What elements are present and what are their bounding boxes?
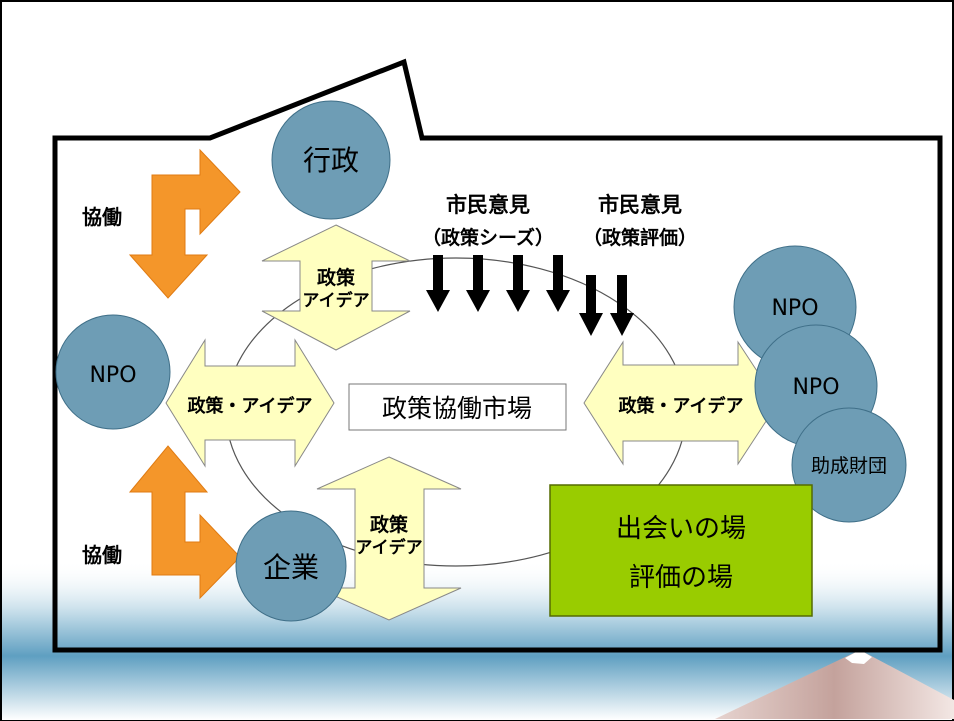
citizen-opinion-arrows — [426, 255, 634, 336]
opinion-arrow-3 — [506, 255, 530, 312]
collab-label-bottom: 協働 — [82, 543, 122, 567]
gyosei-label: 行政 — [303, 144, 359, 177]
citizen-eval-line2: （政策評価） — [583, 226, 697, 249]
opinion-arrow-2 — [466, 255, 490, 312]
josei-zaidan-label: 助成財団 — [811, 455, 887, 477]
collab-label-top: 協働 — [82, 205, 122, 229]
citizen-seeds-line2: （政策シーズ） — [422, 226, 554, 249]
center-market-label: 政策協働市場 — [382, 394, 532, 423]
idea-top-line1: 政策 — [317, 266, 356, 289]
kigyo-label: 企業 — [263, 551, 319, 584]
collab-arrow-top — [128, 148, 241, 299]
opinion-arrow-5 — [579, 275, 603, 336]
npo-left-label: NPO — [89, 363, 136, 388]
meeting-box — [549, 484, 813, 617]
collab-arrow-bottom — [128, 445, 241, 600]
opinion-arrow-4 — [546, 255, 570, 312]
gyosei-circle — [271, 100, 391, 220]
idea-top-line2: アイデア — [302, 290, 369, 311]
idea-right-label: 政策・アイデア — [618, 395, 743, 417]
opinion-arrow-1 — [426, 255, 450, 312]
citizen-eval-line1: 市民意見 — [598, 193, 682, 217]
idea-left-label: 政策・アイデア — [187, 395, 312, 417]
idea-bottom-line1: 政策 — [370, 513, 409, 536]
idea-arrow-left — [165, 338, 335, 468]
mountain-snowcap-decoration — [845, 650, 872, 664]
citizen-seeds-line1: 市民意見 — [446, 193, 530, 217]
house-frame — [52, 58, 943, 653]
center-label-box — [348, 383, 567, 431]
npo-right-1-label: NPO — [771, 296, 818, 321]
npo-left-circle — [55, 314, 171, 430]
idea-arrow-bottom — [316, 456, 462, 621]
meeting-box-line1: 出会いの場 — [616, 514, 746, 544]
kigyo-circle — [235, 510, 347, 622]
idea-bottom-line2: アイデア — [355, 537, 422, 558]
mountain-decoration — [715, 650, 954, 719]
opinion-arrow-6 — [610, 275, 634, 336]
meeting-box-line2: 評価の場 — [629, 563, 733, 593]
josei-zaidan-circle — [791, 407, 907, 523]
npo-right-2-label: NPO — [792, 375, 839, 400]
idea-arrow-top — [261, 224, 411, 351]
